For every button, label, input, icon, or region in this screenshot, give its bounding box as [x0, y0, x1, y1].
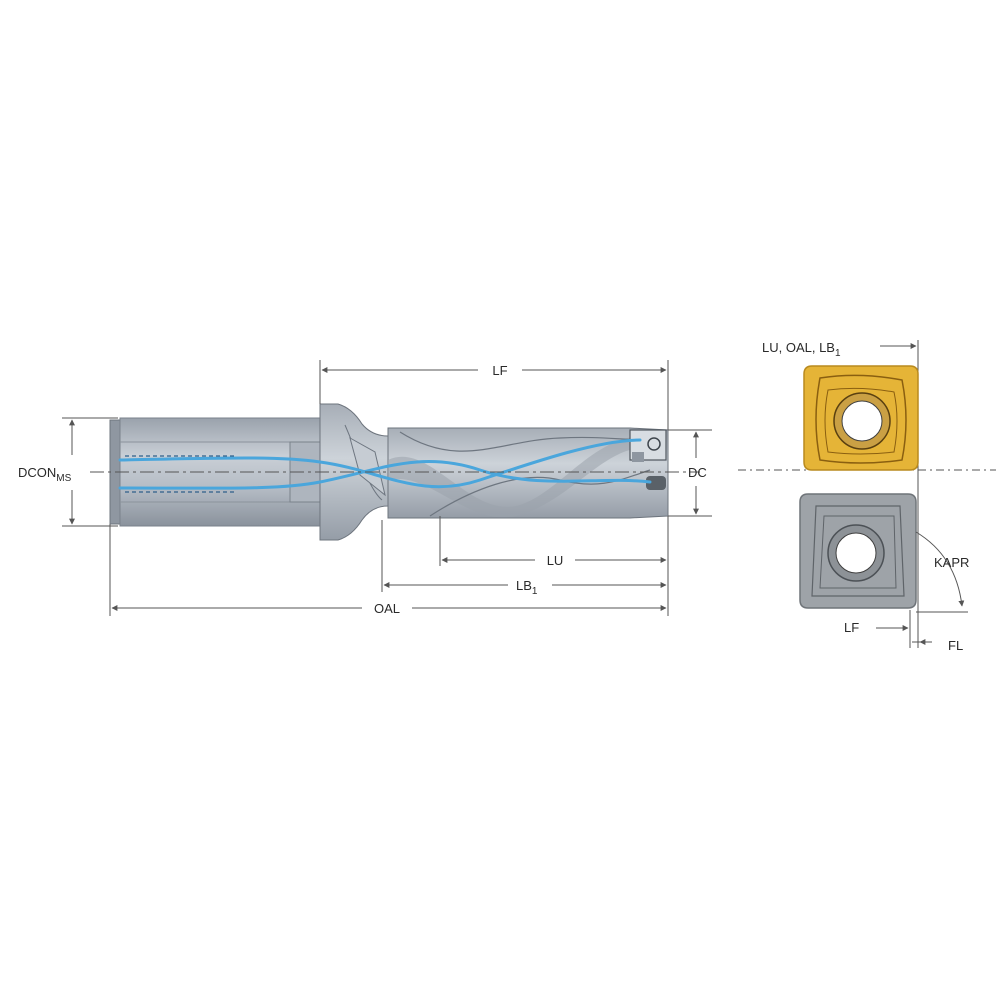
label-insert-ref: LU, OAL, LB1: [762, 340, 841, 359]
coolant-dashes: [125, 455, 235, 493]
label-kapr: KAPR: [934, 555, 969, 570]
insert-gold: [803, 365, 919, 471]
label-lf: LF: [492, 363, 507, 378]
label-oal: OAL: [374, 601, 400, 616]
label-lb1: LB1: [516, 578, 538, 597]
tip-insert-bottom: [646, 476, 666, 490]
label-dconms: DCONMS: [18, 465, 72, 484]
coolant-channels: [118, 438, 652, 490]
dimension-lines: [62, 360, 712, 616]
label-fl: FL: [948, 638, 963, 653]
insert-gray: [799, 493, 917, 609]
label-dc: DC: [688, 465, 707, 480]
label-insert-lf: LF: [844, 620, 859, 635]
label-lu: LU: [547, 553, 564, 568]
insert-dimensions: [876, 343, 968, 648]
